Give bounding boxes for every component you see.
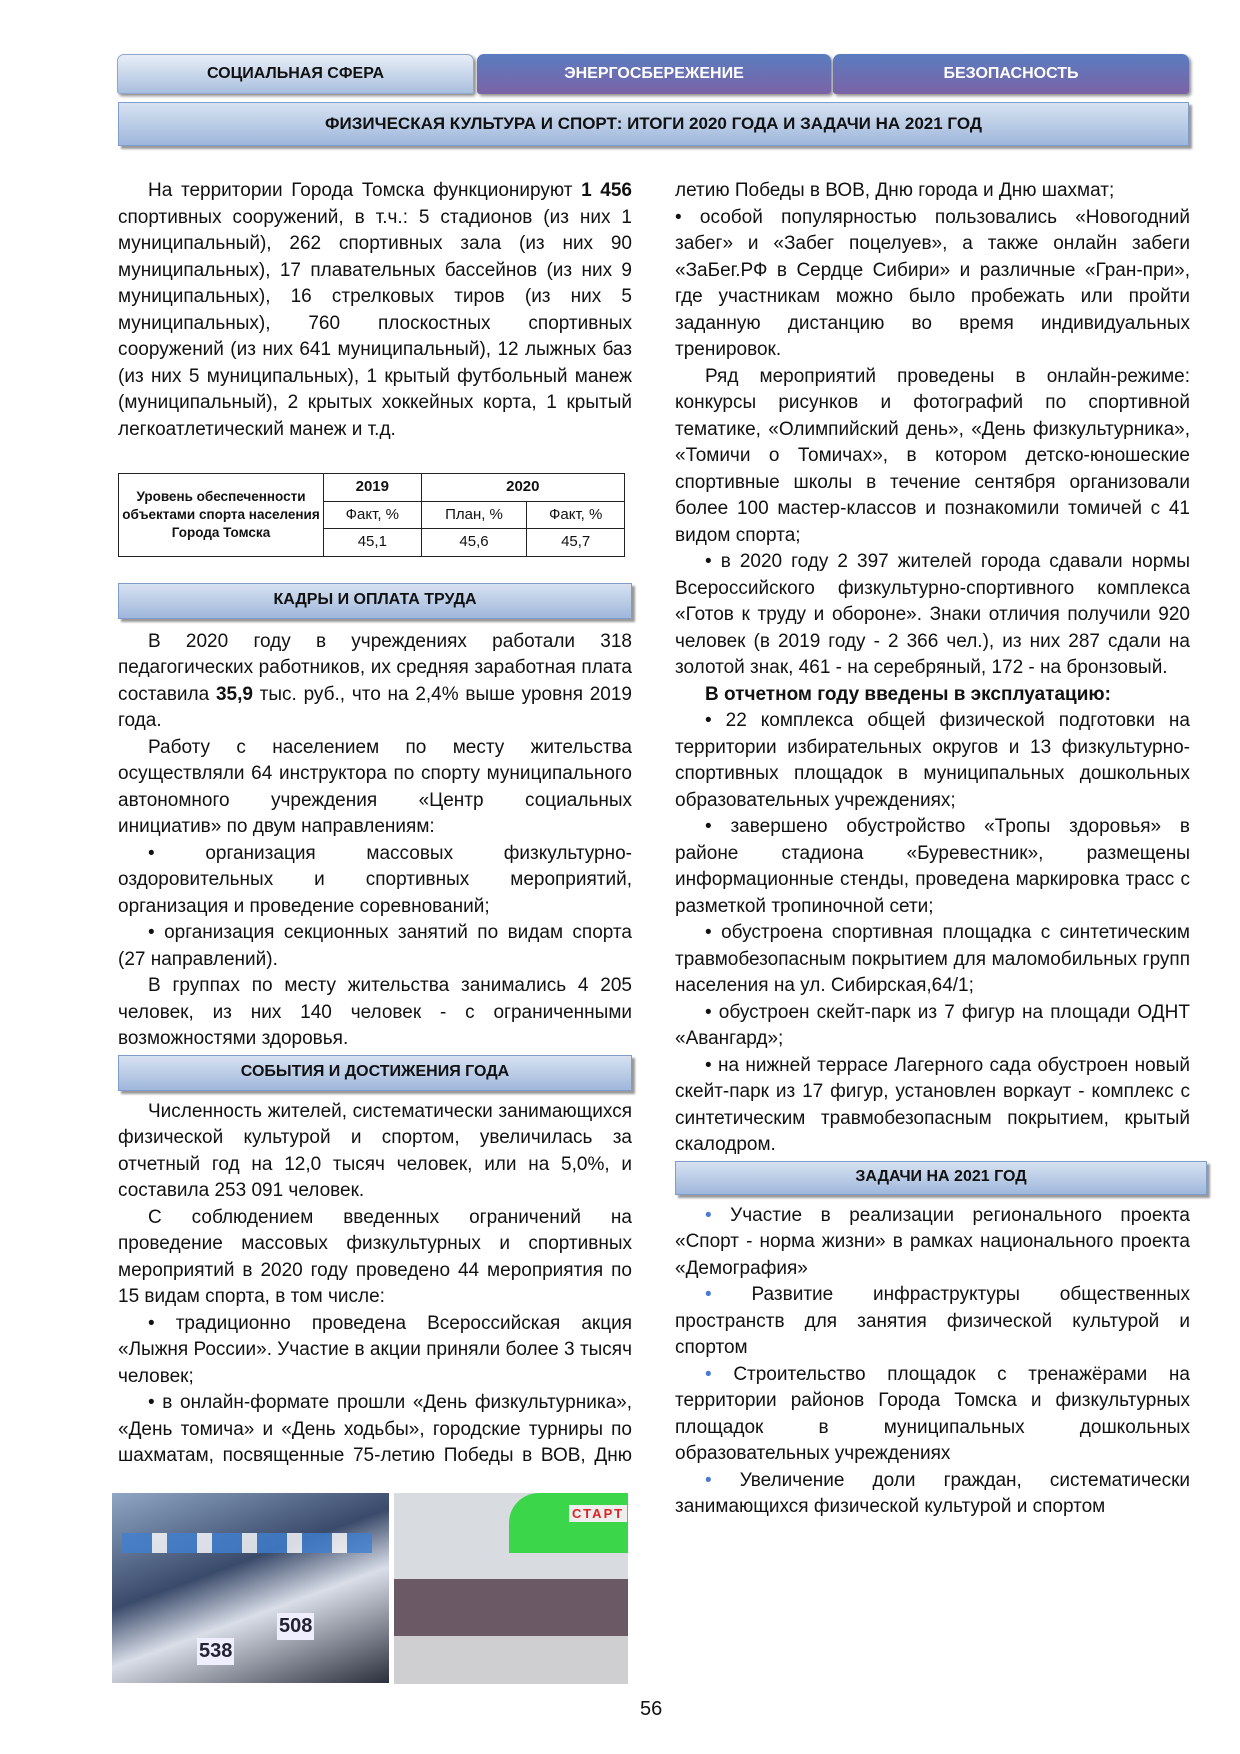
facilities-count: 1 456	[581, 180, 632, 201]
text: На территории Города Томска функционирую…	[148, 180, 582, 201]
list-item: • организация массовых физкультурно-оздо…	[118, 842, 632, 917]
start-banner: СТАРТ	[569, 1505, 628, 1522]
hats-decoration	[122, 1533, 372, 1553]
year-2020: 2020	[420, 473, 626, 502]
list-item: • организация секционных занятий по вида…	[118, 922, 632, 970]
task-item: • Развитие инфраструктуры общественных п…	[675, 1284, 1190, 1358]
staff-paragraph: Работу с населением по месту жительства …	[118, 736, 632, 838]
start-arch	[509, 1493, 628, 1553]
salary: 35,9	[215, 683, 253, 705]
ski-race-photo: 508 538	[112, 1493, 389, 1683]
bib-number: 538	[197, 1638, 235, 1665]
tab-energy[interactable]: ЭНЕРГОСБЕРЕЖЕНИЕ	[477, 54, 831, 94]
run-start-photo: СТАРТ	[394, 1493, 628, 1684]
task-item: • Увеличение доли граждан, систематическ…	[675, 1469, 1191, 1518]
text: Строительство площадок с тренажёрами на …	[675, 1363, 1190, 1465]
events-paragraph: Численность жителей, систематически зани…	[118, 1100, 632, 1202]
value-fact-2019: 45,1	[323, 528, 422, 557]
text: Развитие инфраструктуры общественных про…	[675, 1284, 1190, 1358]
list-item: • в онлайн-формате прошли «День физкульт…	[118, 1392, 632, 1466]
section-staff: КАДРЫ И ОПЛАТА ТРУДА	[118, 582, 632, 619]
sport-provision-table: Уровень обеспеченности объектами спорта …	[118, 473, 626, 557]
list-item: • завершено обустройство «Тропы здоровья…	[675, 816, 1190, 917]
list-item: • обустроена спортивная площадка с синте…	[675, 922, 1190, 996]
section-events: СОБЫТИЯ И ДОСТИЖЕНИЯ ГОДА	[118, 1054, 632, 1091]
staff-paragraph: В 2020 году в учреждениях работали 318 п…	[118, 629, 632, 735]
text: Участие в реализации регионального проек…	[675, 1204, 1190, 1279]
text: Увеличение доли граждан, систематически …	[675, 1469, 1191, 1518]
events-continuation: летию Победы в ВОВ, Дню города и Дню шах…	[675, 180, 1115, 201]
list-item: • особой популярностью пользовались «Нов…	[675, 206, 1190, 361]
header-fact-2020: Факт, %	[526, 500, 625, 529]
task-item: • Строительство площадок с тренажёрами н…	[675, 1363, 1190, 1465]
list-item: • традиционно проведена Всероссийская ак…	[118, 1312, 632, 1387]
list-item: • на нижней террасе Лагерного сада обуст…	[675, 1054, 1190, 1156]
value-plan-2020: 45,6	[420, 528, 528, 557]
intro-paragraph: На территории Города Томска функционирую…	[118, 178, 632, 443]
page-title: ФИЗИЧЕСКАЯ КУЛЬТУРА И СПОРТ: ИТОГИ 2020 …	[118, 102, 1189, 146]
text: спортивных сооружений, в т.ч.: 5 стадион…	[118, 206, 632, 440]
bib-number: 508	[277, 1613, 315, 1640]
right-column: летию Победы в ВОВ, Дню города и Дню шах…	[675, 178, 1207, 1521]
section-tasks: ЗАДАЧИ НА 2021 ГОД	[675, 1160, 1207, 1195]
year-2019: 2019	[323, 473, 422, 502]
events-paragraph: Ряд мероприятий проведены в онлайн-режим…	[675, 365, 1190, 546]
tab-social[interactable]: СОЦИАЛЬНАЯ СФЕРА	[117, 54, 474, 94]
text: В 2020 году в учреждениях работали 318 п…	[118, 630, 632, 705]
page-number: 56	[640, 1698, 663, 1720]
events-paragraph: С соблюдением введенных ограничений на п…	[118, 1206, 632, 1308]
value-fact-2020: 45,7	[526, 528, 625, 557]
list-item: • обустроен скейт-парк из 7 фигур на пло…	[675, 1001, 1190, 1050]
header-plan-2020: План, %	[420, 500, 528, 529]
commissioned-heading: В отчетном году введены в эксплуатацию:	[705, 683, 1111, 705]
list-item: • 22 комплекса общей физической подготов…	[675, 710, 1190, 811]
text: тыс. руб., что на 2,4% выше уровня 2019 …	[118, 683, 632, 732]
list-item: • в 2020 году 2 397 жителей города сдава…	[675, 551, 1190, 678]
tab-security[interactable]: БЕЗОПАСНОСТЬ	[833, 54, 1189, 94]
task-item: • Участие в реализации регионального про…	[675, 1204, 1190, 1279]
left-column: На территории Города Томска функционирую…	[118, 178, 632, 1470]
row-label: Уровень обеспеченности объектами спорта …	[118, 473, 324, 557]
staff-paragraph: В группах по месту жительства занимались…	[118, 975, 632, 1049]
header-fact-2019: Факт, %	[323, 500, 422, 529]
